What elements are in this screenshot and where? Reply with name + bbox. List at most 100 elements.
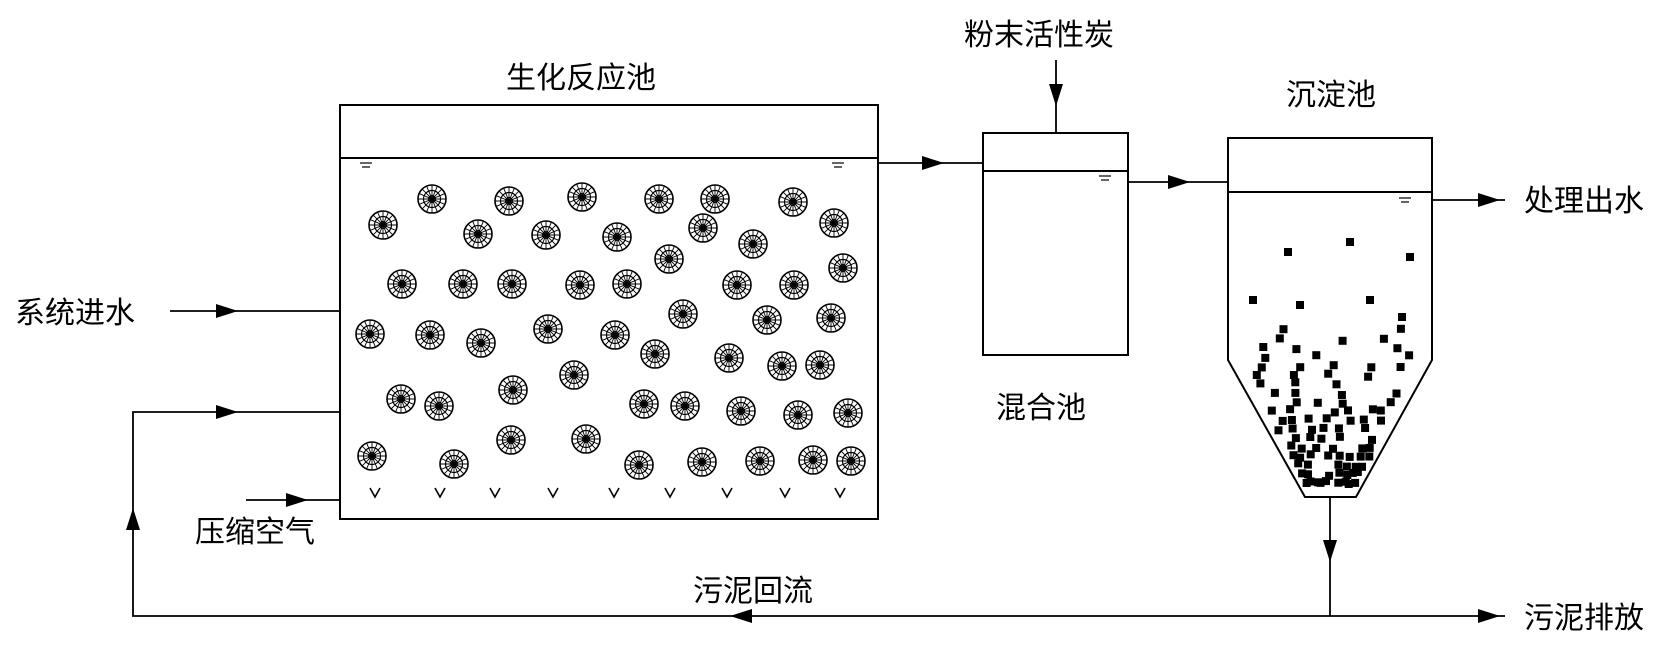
air-label: 压缩空气 [195, 515, 315, 550]
arrow-right-icon [286, 493, 308, 507]
carrier-media-icon [448, 269, 478, 299]
arrow-right-icon [922, 156, 944, 170]
arrow-left-icon [730, 609, 752, 623]
sludge-particle [1334, 460, 1343, 469]
sludge-particle [1296, 301, 1304, 309]
carrier-media-icon [629, 389, 659, 419]
sludge-particle [1353, 468, 1362, 476]
diffuser-icon [664, 487, 676, 498]
carrier-media-icon [415, 320, 445, 350]
carrier-media-icon [828, 253, 858, 283]
carrier-media-icon [624, 450, 654, 480]
sludge-particle [1289, 371, 1298, 379]
sludge-particle [1351, 478, 1360, 487]
carrier-media-icon [357, 441, 387, 471]
carrier-media-icon [670, 391, 700, 421]
reactor-label: 生化反应池 [506, 61, 656, 96]
sludge-particle [1376, 406, 1385, 415]
arrow-right-icon [1478, 609, 1500, 623]
sludge-particle [1275, 334, 1284, 343]
carrier-media-icon [466, 328, 496, 358]
carrier-media-icon [463, 219, 493, 249]
carrier-media-icon [714, 343, 744, 373]
sludge-particle [1342, 462, 1351, 471]
carrier-media-icon [805, 350, 835, 380]
sludge-particle [1249, 296, 1257, 304]
sludge-particle [1346, 416, 1355, 425]
carrier-media-icon [816, 303, 846, 333]
carrier-media-icon [654, 244, 684, 274]
carrier-media-icon [833, 398, 863, 428]
sludge-particle [1287, 441, 1296, 450]
arrow-down-icon [1323, 540, 1337, 562]
sludge-particle [1365, 452, 1374, 461]
diffuser-icon [434, 487, 446, 498]
sludge-particle [1367, 363, 1376, 372]
sludge-particle [1329, 444, 1337, 453]
sludge-particle [1364, 372, 1373, 381]
diffuser-icon [369, 487, 381, 498]
carrier-media-icon [368, 210, 398, 240]
sludge-particle [1291, 434, 1300, 443]
carrier-media-icon [600, 320, 630, 350]
sludge-particle [1313, 398, 1322, 407]
sludge-particle [1322, 477, 1330, 486]
sludge-particle [1291, 378, 1300, 387]
carrier-media-icon [722, 270, 752, 300]
influent-label: 系统进水 [15, 296, 135, 331]
sludge-particle [1345, 452, 1354, 461]
carrier-media-icon [424, 391, 454, 421]
sludge-particle [1298, 469, 1307, 478]
mixer-water-level-icon [1098, 175, 1112, 181]
sludge-particle [1286, 405, 1295, 414]
sludge-particle [1405, 351, 1414, 360]
carrier-media-icon [496, 425, 526, 455]
diffuser-icon [834, 487, 846, 498]
arrow-right-icon [1478, 193, 1500, 207]
sludge-particle [1252, 371, 1261, 379]
carrier-media-icon [612, 269, 642, 299]
sludge-particle [1284, 248, 1292, 256]
effluent-label: 处理出水 [1524, 184, 1644, 219]
carrier-media-icon [439, 449, 469, 479]
sludge-particle [1316, 478, 1325, 487]
carrier-media-icon [355, 319, 385, 349]
sludge-particle [1368, 405, 1377, 414]
sludge-particle [1337, 391, 1346, 399]
sludge-particle [1306, 433, 1315, 441]
flow-arrowheads [126, 84, 1500, 623]
arrow-right-icon [216, 304, 238, 318]
carrier-media-icon [644, 184, 674, 214]
sludge-particle [1324, 451, 1333, 460]
reactor-water-level-icon [831, 162, 845, 168]
pac-label: 粉末活性炭 [964, 18, 1114, 53]
carrier-media-icon [752, 305, 782, 335]
settler-label: 沉淀池 [1286, 78, 1376, 113]
arrow-up-icon [126, 508, 140, 530]
sludge-particle [1292, 345, 1301, 354]
sludge-particle [1319, 423, 1328, 432]
sludge-particle [1386, 398, 1395, 407]
sludge-particle [1348, 468, 1357, 477]
sludge-particle [1392, 389, 1401, 398]
carrier-media-icon [778, 187, 808, 217]
sludge-particle [1338, 336, 1347, 345]
sludge-particle [1351, 462, 1360, 471]
diffuser-icon [608, 487, 620, 498]
flow-lines [132, 60, 1505, 617]
sludge-particle [1377, 416, 1385, 425]
carrier-media-icon [668, 299, 698, 329]
sludge-particle [1398, 313, 1406, 321]
sludge-particle [1306, 477, 1315, 486]
sludge-particle [1296, 363, 1305, 372]
sludge-particle [1317, 434, 1326, 443]
sludge-particle [1296, 453, 1305, 462]
diffuser-icon [489, 487, 501, 498]
sludge-particle [1338, 399, 1347, 408]
diffuser-icon [779, 487, 791, 498]
carrier-media-icon [819, 208, 849, 238]
sludge-particle [1396, 324, 1405, 333]
carrier-media-icon [559, 360, 589, 390]
